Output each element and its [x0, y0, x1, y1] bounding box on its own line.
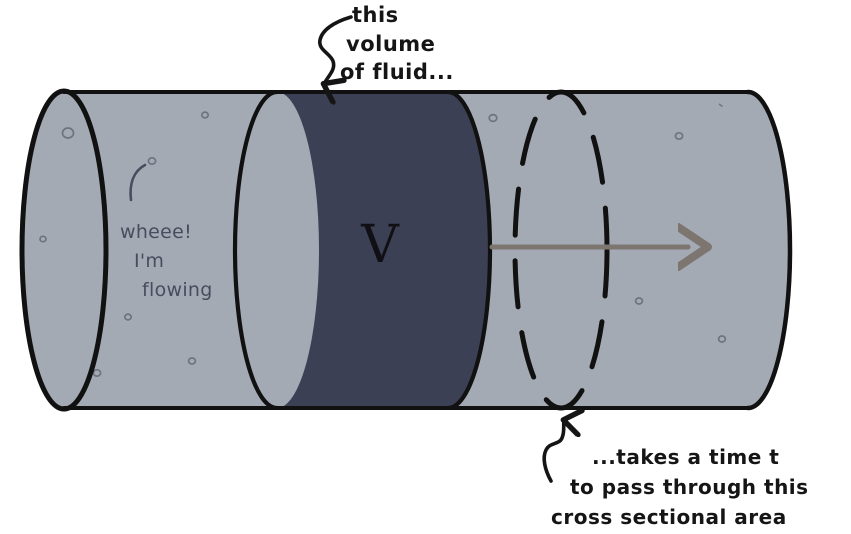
inner-annotation: wheee! I'm flowing [120, 163, 213, 301]
fluid-particle [488, 113, 498, 123]
fluid-particle [717, 335, 727, 343]
curly-arrow-up-icon [542, 420, 564, 483]
fluid-particle [200, 111, 210, 119]
fluid-particles [39, 103, 727, 378]
slab-front-face-edge [445, 92, 493, 408]
fluid-particle [147, 156, 157, 166]
fluid-particle [718, 103, 723, 108]
bottom-annotation-line-2: to pass through this [570, 475, 809, 499]
inner-annotation-line-1: wheee! [120, 221, 192, 243]
top-annotation-line-3: of fluid... [340, 60, 454, 84]
fluid-particle [39, 235, 47, 243]
particle-trail-icon [129, 163, 147, 202]
bottom-annotation: ...takes a time t to pass through this c… [551, 445, 809, 529]
slab-fill [277, 92, 490, 408]
volume-label: V [360, 215, 400, 275]
fluid-particle [634, 297, 644, 305]
fluid-particle [674, 131, 684, 141]
fluid-particle [61, 127, 75, 139]
cylinder-left-cap [19, 88, 109, 412]
cylinder-right-cap [745, 89, 793, 411]
inner-annotation-line-2: I'm [134, 250, 164, 272]
fluid-particle [92, 368, 102, 378]
fluid-particle [123, 313, 133, 321]
bottom-annotation-line-3: cross sectional area [551, 505, 787, 529]
curly-arrow-down-icon [318, 15, 353, 84]
inner-annotation-line-3: flowing [142, 279, 213, 301]
top-annotation: this volume of fluid... [340, 3, 454, 84]
fluid-particle [187, 357, 197, 365]
cylinder-pipe [19, 88, 793, 412]
bottom-annotation-line-1: ...takes a time t [592, 445, 779, 469]
slab-back-face-edge [232, 92, 280, 408]
fluid-volume-slab [232, 92, 493, 408]
top-annotation-line-1: this [352, 3, 399, 27]
top-annotation-line-2: volume [346, 32, 435, 56]
